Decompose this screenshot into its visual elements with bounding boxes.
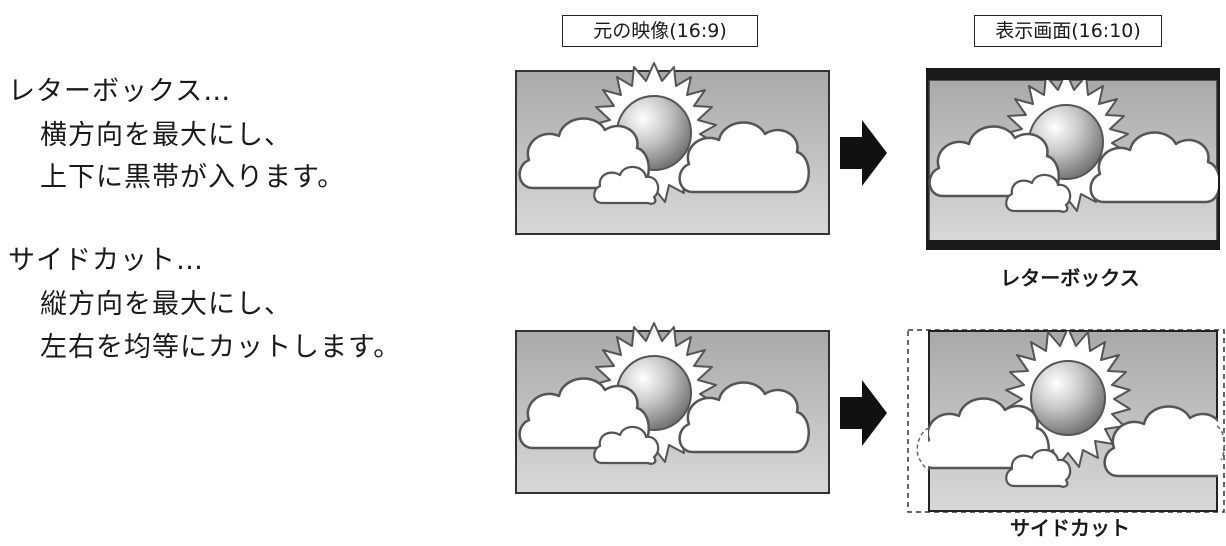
top-black-band [926,68,1220,80]
letterbox-line2: 上下に黒帯が入ります。 [40,162,346,193]
sidecut-display [907,329,1226,513]
letterbox-title: レターボックス… [8,76,232,107]
bottom-black-band [926,240,1220,250]
letterbox-display [926,68,1220,250]
cut-right-outline [1216,425,1226,461]
source-image-sidecut [515,322,830,494]
letterbox-line1: 横方向を最大にし、 [40,120,292,151]
sidecut-caption: サイドカット [1010,516,1130,540]
source-image-letterbox [515,62,830,235]
sidecut-title: サイドカット… [8,245,204,276]
display-header: 表示画面(16:10) [974,15,1162,47]
sidecut-line1: 縦方向を最大にし、 [40,289,292,320]
cut-left-outline [916,427,930,471]
sidecut-line2: 左右を均等にカットします。 [40,332,402,363]
source-header: 元の映像(16:9) [562,15,758,47]
right-arrow-icon [840,380,887,446]
right-arrow-icon [840,120,887,186]
letterbox-caption: レターボックス [1000,266,1140,290]
